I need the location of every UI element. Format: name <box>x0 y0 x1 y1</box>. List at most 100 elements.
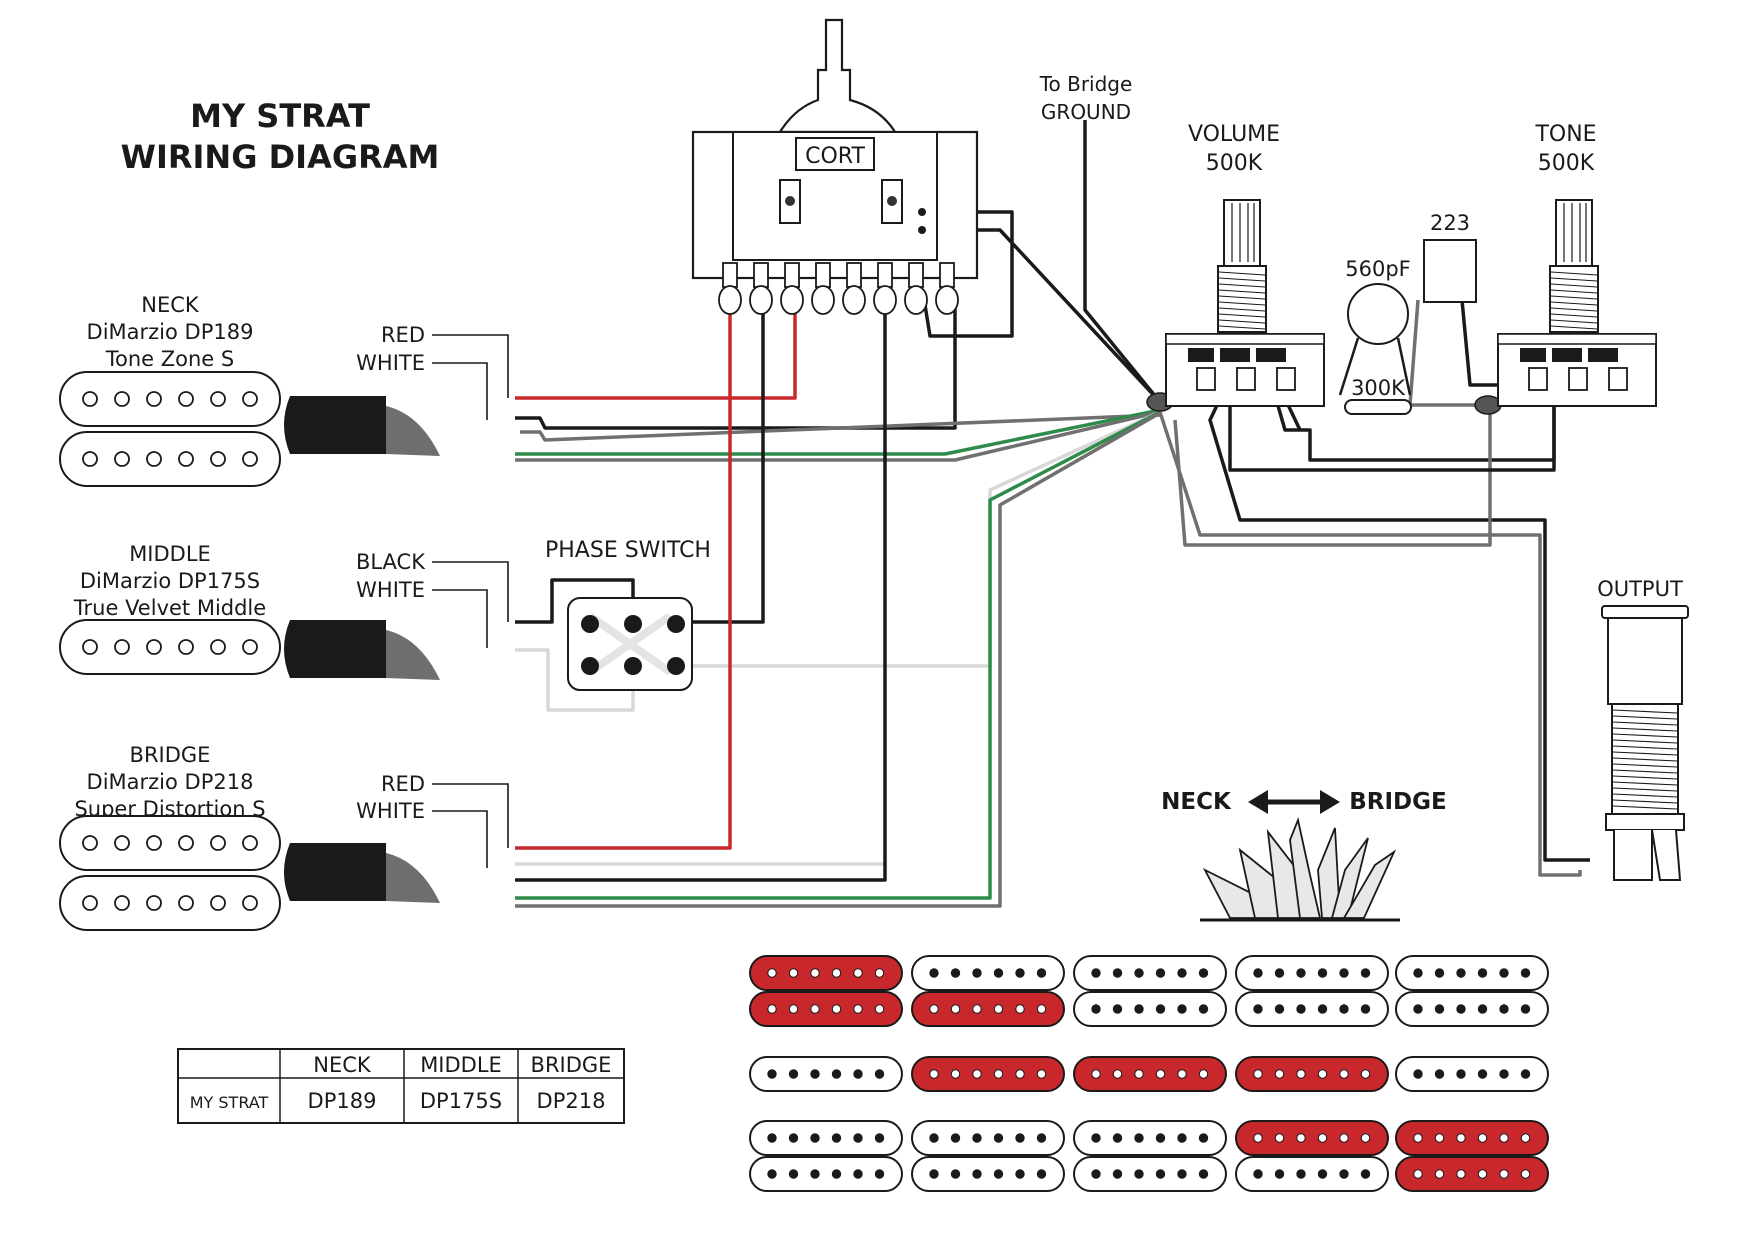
grid-pole <box>1339 1133 1349 1143</box>
title-line-1: MY STRAT <box>190 97 370 135</box>
pole-piece <box>242 391 258 407</box>
selector-fan-icon <box>1200 816 1400 922</box>
thread-line <box>1612 751 1678 756</box>
grid-pole <box>874 968 885 978</box>
grid-bridge-coil-b-outline <box>1235 1156 1389 1192</box>
grid-neck-coil-a-outline <box>1073 955 1227 991</box>
grid-pole <box>1339 1004 1349 1014</box>
grid-pole <box>1520 968 1531 978</box>
bridge-pickup-label: BRIDGE DiMarzio DP218 Super Distortion S <box>74 743 265 821</box>
pole-piece <box>146 895 162 911</box>
grid-pole <box>1036 1133 1047 1143</box>
thread-line <box>1612 745 1678 750</box>
phase-lug <box>581 615 599 633</box>
thread-line <box>1550 307 1598 312</box>
pole-piece <box>82 451 98 467</box>
table-cell-bridge: DP218 <box>537 1089 606 1113</box>
pole-piece <box>114 451 130 467</box>
grid-neck-coil-b-outline <box>1073 991 1227 1027</box>
grid-pole <box>767 1169 777 1179</box>
tone-wiper-wire <box>1270 380 1556 472</box>
wire-label-leaders <box>432 334 509 868</box>
switch-lug-eye <box>749 285 773 315</box>
switch-lug-eye <box>873 285 897 315</box>
thread-line <box>1612 769 1678 774</box>
grid-bridge-coil-b-outline <box>1073 1156 1227 1192</box>
bridge-red-wire <box>515 305 732 850</box>
output-label: OUTPUT <box>1597 577 1683 601</box>
grid-pole <box>874 1069 885 1079</box>
pole-piece <box>178 835 194 851</box>
neck-red-label: RED <box>381 323 425 347</box>
grid-pole <box>788 1133 799 1143</box>
grid-pole <box>1091 1169 1101 1179</box>
pole-piece <box>114 639 130 655</box>
grid-middle-coil-outline <box>749 1056 903 1092</box>
grid-pole <box>874 1004 885 1014</box>
grid-pole <box>810 1169 820 1179</box>
grid-neck-coil-a <box>1235 955 1389 991</box>
thread-line <box>1612 721 1678 726</box>
thread-line <box>1550 313 1598 318</box>
grid-pole <box>1499 968 1509 978</box>
phase-lug <box>581 657 599 675</box>
thread-line <box>1218 319 1266 324</box>
tone-lugs <box>1528 367 1628 391</box>
grid-pole <box>1296 1133 1306 1143</box>
grid-pole <box>853 968 863 978</box>
pickup-bodies <box>59 371 440 931</box>
grid-pole <box>993 1004 1004 1014</box>
table-header-middle: MIDDLE <box>420 1053 502 1077</box>
grid-bridge-coil-b-outline <box>749 1156 903 1192</box>
grid-pole <box>767 1069 777 1079</box>
volume-threads <box>1218 271 1266 330</box>
neck-pickup-label: NECK DiMarzio DP189 Tone Zone S <box>87 293 254 371</box>
selector-bridge-label: BRIDGE <box>1349 789 1446 815</box>
grid-pole <box>1317 1169 1328 1179</box>
grid-pole <box>1198 1133 1209 1143</box>
grid-pole <box>1274 1069 1285 1079</box>
grid-pole <box>810 968 820 978</box>
grid-pole <box>1015 1169 1025 1179</box>
grid-pole <box>1253 1133 1263 1143</box>
tone-shaft-knurl <box>1563 203 1587 262</box>
bridge-ground-wire-top <box>1083 120 1162 404</box>
grid-neck-coil-a <box>749 955 903 991</box>
grid-pole <box>929 1069 939 1079</box>
volume-body-top <box>1165 333 1325 345</box>
grid-bridge-coil-a-outline <box>1395 1120 1549 1156</box>
bridge-position-label: BRIDGE <box>130 743 211 767</box>
output-jack-nut <box>1605 813 1685 831</box>
grid-pole <box>1091 1069 1101 1079</box>
grid-pole <box>1413 968 1423 978</box>
phase-lug <box>624 615 642 633</box>
grid-pole <box>1134 1169 1144 1179</box>
grid-bridge-coil-a-outline <box>911 1120 1065 1156</box>
grid-pole <box>1015 1133 1025 1143</box>
neck-coil-bottom-outline <box>59 431 281 487</box>
grid-pole <box>1520 1004 1531 1014</box>
grid-pole <box>1177 1169 1187 1179</box>
grid-pole <box>1036 1069 1047 1079</box>
output-jack-barrel <box>1607 617 1683 705</box>
grid-pole <box>788 1169 799 1179</box>
bridge-coil-bottom-outline <box>59 875 281 931</box>
thread-line <box>1550 319 1598 324</box>
table-row-label: MY STRAT <box>190 1093 269 1112</box>
phase-switch-label: PHASE SWITCH <box>545 538 711 563</box>
grid-pole <box>1112 1133 1123 1143</box>
grid-pole <box>1177 1004 1187 1014</box>
ground-label-line-2: GROUND <box>1041 100 1131 124</box>
middle-cable-jacket <box>284 620 386 678</box>
grid-pole <box>1499 1133 1509 1143</box>
grid-pole <box>1434 1004 1445 1014</box>
grid-pole <box>1413 1004 1423 1014</box>
neck-coil-top-outline <box>59 371 281 427</box>
grid-pole <box>831 1169 842 1179</box>
grid-pole <box>853 1133 863 1143</box>
grid-pole <box>1360 1133 1371 1143</box>
grid-pole <box>1198 1169 1209 1179</box>
switch-brand-label: CORT <box>805 144 865 169</box>
middle-position-label: MIDDLE <box>129 542 211 566</box>
